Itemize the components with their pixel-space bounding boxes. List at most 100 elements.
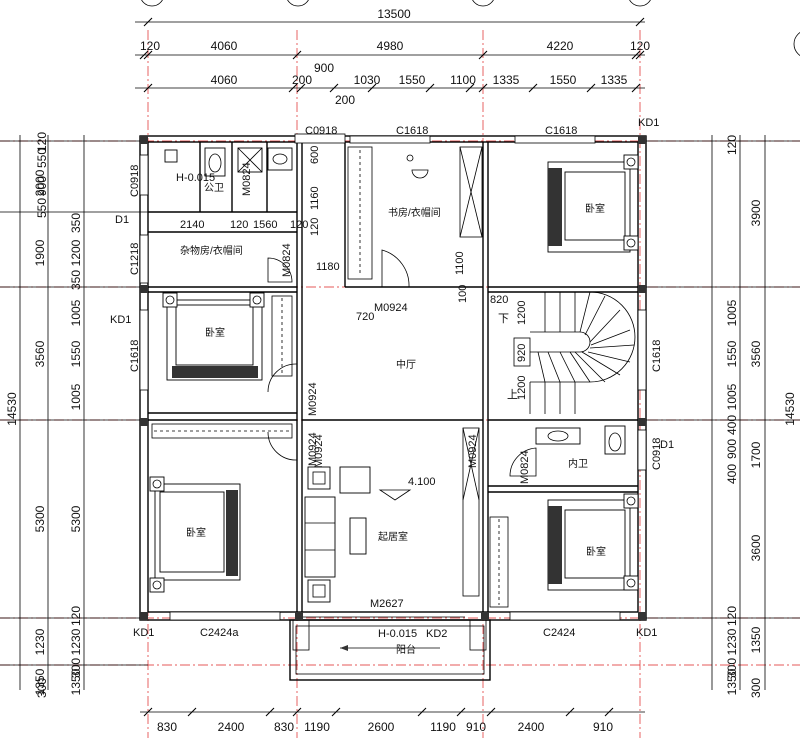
dim-right-i6: 400 <box>725 464 739 484</box>
tag-m0824-inner: M0824 <box>519 450 531 484</box>
idim-1200a: 1200 <box>516 301 528 325</box>
dim-right-i10: 1350 <box>725 668 739 695</box>
dim-top-r1-1: 4060 <box>211 39 238 53</box>
dim-top-r1-3: 4220 <box>547 39 574 53</box>
dim-right-o1: 3560 <box>749 340 763 367</box>
tag-level: 4.100 <box>408 476 436 488</box>
window-c1618-w <box>139 309 149 391</box>
tag-m0924-study: M0924 <box>374 302 408 314</box>
dim-top-r2-8: 1335 <box>601 73 628 87</box>
room-bedroom-se: 卧室 <box>586 545 606 558</box>
dim-bot-4: 2600 <box>368 720 395 734</box>
bathroom-fixtures <box>164 147 626 455</box>
dim-right-i1: 1005 <box>725 299 739 326</box>
tag-c2424: C2424 <box>543 627 575 639</box>
door-study <box>381 249 410 288</box>
dim-left-o3: 5300 <box>33 505 47 532</box>
tag-m0924-bedw: M0924 <box>307 382 319 416</box>
tag-d1-e: D1 <box>660 439 674 451</box>
tag-h0015-top: H-0.015 <box>176 172 215 184</box>
dim-right-i8: 1230 <box>725 628 739 655</box>
tag-kd1-sw: KD1 <box>133 627 154 639</box>
dim-right-i11: 300 <box>749 678 763 698</box>
wardrobes <box>151 146 509 608</box>
dim-top-small: 200 <box>335 93 355 107</box>
dim-bot-2: 830 <box>274 720 294 734</box>
dim-top-r2-6: 1335 <box>493 73 520 87</box>
opening-tags: C0918 C1618 C1618 KD1 C0918 D1 H-0.015 M… <box>110 117 674 640</box>
dim-bot-6: 910 <box>466 720 486 734</box>
axis-bubbles <box>141 0 800 56</box>
bed-se <box>547 493 639 591</box>
window-c1618-top2 <box>514 135 596 144</box>
window-c1618-top1 <box>349 135 431 144</box>
dim-right-i4: 400 <box>725 415 739 435</box>
door-bedroom-sw <box>267 431 298 461</box>
idim-920: 920 <box>516 344 528 362</box>
tag-h0015-bal: H-0.015 <box>378 628 417 640</box>
dim-right-i9: 300 <box>725 658 739 678</box>
room-labels: 公卫 杂物房/衣帽间 书房/衣帽间 卧室 卧室 中厅 卧室 起居室 内卫 卧室 … <box>180 183 606 656</box>
room-living: 起居室 <box>378 530 408 543</box>
dim-right-o0: 3900 <box>749 199 763 226</box>
windows <box>139 133 647 621</box>
tag-kd1-ne: KD1 <box>638 117 659 129</box>
dim-right-i3: 1005 <box>725 383 739 410</box>
tag-kd2: KD2 <box>426 628 447 640</box>
columns <box>140 136 646 620</box>
dim-right-i2: 1550 <box>725 340 739 367</box>
dim-bot-1: 2400 <box>218 720 245 734</box>
dim-left-i10: 5300 <box>69 505 83 532</box>
tag-c1218: C1218 <box>129 243 141 275</box>
wardrobe-bedroom-sw <box>151 423 293 439</box>
bed-w <box>162 292 265 381</box>
dim-left-i7: 1005 <box>69 299 83 326</box>
dim-left-i15: 300 <box>35 678 49 698</box>
dim-top-r2-3: 1030 <box>354 73 381 87</box>
tag-c0918-e: C0918 <box>651 438 663 470</box>
balcony <box>289 619 491 681</box>
tag-c2424a: C2424a <box>200 627 239 639</box>
tag-c0918-left: C0918 <box>129 165 141 197</box>
tag-c0918-top: C0918 <box>305 125 337 137</box>
room-hall: 中厅 <box>396 358 416 371</box>
idim-600: 600 <box>309 146 321 164</box>
dim-bot-3: 1190 <box>304 720 330 734</box>
dim-left-o2: 3560 <box>33 340 47 367</box>
window-c2424 <box>509 611 621 621</box>
dim-left-total: 14530 <box>5 392 19 426</box>
dim-right-o2: 1700 <box>749 441 763 468</box>
dim-left-i3: 550 <box>35 198 49 218</box>
tag-c1618-top2: C1618 <box>545 125 577 137</box>
dim-top-r2-1: 200 <box>292 73 312 87</box>
right-dimensions: 14530 3900 3560 1700 3600 1350 120 1005 … <box>640 135 800 698</box>
wardrobe-study <box>347 146 373 280</box>
living-furniture <box>304 466 412 603</box>
dim-top-r2-4: 1550 <box>399 73 426 87</box>
dim-left-i13: 300 <box>69 658 83 678</box>
door-storage <box>267 257 293 283</box>
dim-right-i7: 120 <box>725 606 739 626</box>
stair-down-mark: 下 <box>498 313 509 325</box>
dim-left-i11: 120 <box>69 606 83 626</box>
dim-right-o3: 3600 <box>749 534 763 561</box>
door-inner-wc <box>509 447 537 477</box>
tag-c1618-e: C1618 <box>651 340 663 372</box>
tag-m2627: M2627 <box>370 598 404 610</box>
dim-left-i4: 350 <box>69 213 83 233</box>
dim-right-o4: 1350 <box>749 626 763 653</box>
tag-m0824-wc: M0824 <box>241 162 253 196</box>
room-bedroom-ne: 卧室 <box>585 202 605 215</box>
bottom-dimensions: 830 2400 830 1190 2600 1190 910 2400 910 <box>140 707 645 734</box>
dim-bot-5: 1190 <box>430 720 456 734</box>
room-public-wc: 公卫 <box>204 183 224 194</box>
dim-bot-8: 910 <box>593 720 613 734</box>
door-bedroom-w <box>267 363 298 393</box>
room-bedroom-w: 卧室 <box>205 326 225 339</box>
dim-left-o1: 1900 <box>33 239 47 266</box>
dim-left-i14: 1350 <box>69 668 83 695</box>
tag-m0924-bedsw: M0924 <box>307 432 319 466</box>
idim-1100: 1100 <box>454 251 466 275</box>
room-bedroom-sw: 卧室 <box>186 526 206 539</box>
tag-m0924-liv-l: M0924 <box>313 434 325 468</box>
